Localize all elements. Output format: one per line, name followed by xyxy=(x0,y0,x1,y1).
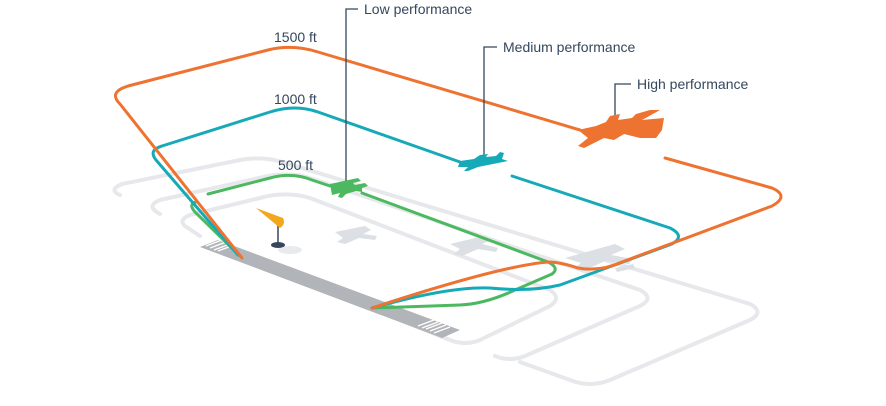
legend-label-high: High performance xyxy=(637,76,748,92)
windsock-icon xyxy=(256,208,302,254)
pattern-line-medium xyxy=(151,106,680,310)
pattern-line-high xyxy=(114,45,783,310)
legend-label-low: Low performance xyxy=(364,1,472,17)
leader-line-low xyxy=(345,8,358,186)
leader-line-medium xyxy=(483,46,497,163)
shadow-plane-low xyxy=(335,226,377,244)
shadow-pattern-high xyxy=(112,156,760,386)
shadow-plane-medium xyxy=(450,236,498,256)
altitude-label-medium: 1000 ft xyxy=(274,91,317,107)
runway-surface xyxy=(200,240,460,338)
legend-label-medium: Medium performance xyxy=(503,39,635,55)
biplane-icon xyxy=(330,178,368,198)
aircraft-shadows xyxy=(335,226,635,272)
shadow-plane-high xyxy=(565,244,635,272)
single-engine-plane-icon xyxy=(458,152,508,171)
altitude-label-high: 1500 ft xyxy=(274,29,317,45)
shadow-pattern-low xyxy=(180,192,558,345)
twin-turboprop-plane-icon xyxy=(578,110,664,156)
altitude-label-low: 500 ft xyxy=(278,157,313,173)
